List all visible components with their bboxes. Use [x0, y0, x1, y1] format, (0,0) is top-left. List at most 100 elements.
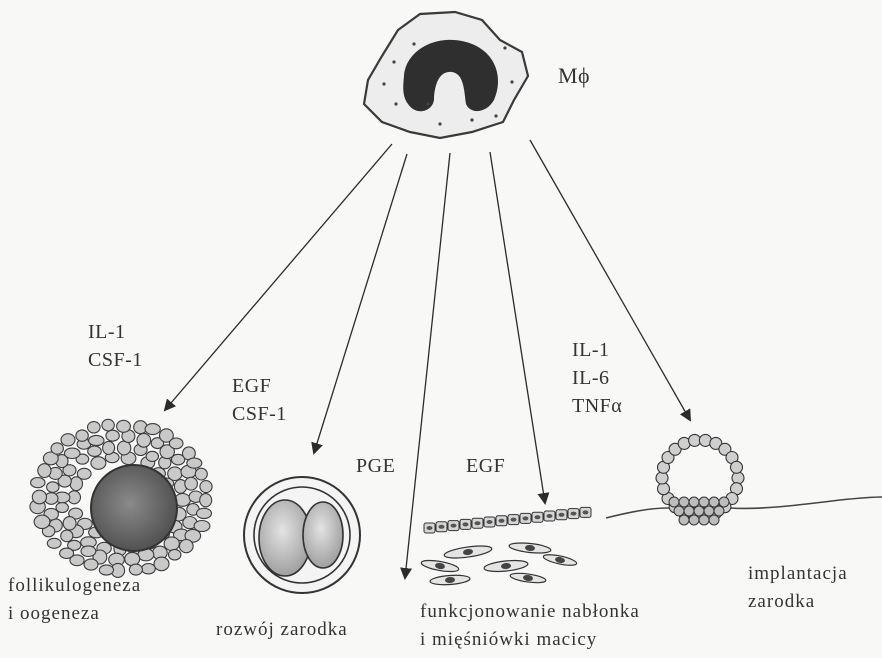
- granulosa-cell: [63, 517, 76, 530]
- granulosa-cell: [31, 478, 45, 488]
- factor-label: IL-6: [572, 364, 622, 392]
- granulosa-cell: [76, 430, 88, 441]
- granulosa-cell: [51, 443, 63, 454]
- granulosa-cell: [61, 434, 75, 446]
- inner-cell-mass-cell: [699, 497, 709, 507]
- caption-line: zarodka: [748, 588, 848, 616]
- caption-embryo: rozwój zarodka: [216, 616, 348, 644]
- factor-label: CSF-1: [88, 346, 143, 374]
- granulosa-cell: [197, 508, 212, 518]
- arrow-to-embryo: [314, 154, 407, 453]
- epithelial-nucleus: [487, 520, 493, 524]
- epithelial-nucleus: [475, 521, 481, 525]
- granulosa-cell: [47, 538, 61, 548]
- inner-cell-mass-cell: [689, 497, 699, 507]
- granulosa-cell: [61, 530, 73, 542]
- factor-pge: PGE: [356, 452, 395, 480]
- inner-cell-mass-cell: [669, 497, 679, 507]
- epithelial-nucleus: [559, 513, 565, 517]
- arrow-to-follicle: [165, 144, 392, 410]
- inner-cell-mass-cell: [709, 515, 719, 525]
- smooth-muscle-cell: [430, 574, 471, 586]
- factor-label: IL-1: [88, 318, 143, 346]
- granulosa-cell: [103, 441, 115, 454]
- macrophage-cell: [364, 12, 528, 138]
- inner-cell-mass-cell: [719, 497, 729, 507]
- inner-cell-mass-cell: [674, 506, 684, 516]
- factors-implantation: IL-1 IL-6 TNFα: [572, 336, 622, 420]
- granulosa-cell: [102, 419, 114, 431]
- smooth-muscle-cell: [510, 572, 547, 585]
- factors-embryo: EGF CSF-1: [232, 372, 287, 428]
- granulosa-cell: [81, 546, 96, 557]
- caption-implantation: implantacja zarodka: [748, 560, 848, 616]
- inner-cell-mass-cell: [679, 497, 689, 507]
- granulosa-cell: [47, 482, 59, 493]
- granulosa-cell: [180, 540, 194, 553]
- caption-line: follikulogeneza: [8, 572, 141, 600]
- granulosa-cell: [117, 441, 130, 455]
- caption-line: funkcjonowanie nabłonka: [420, 598, 640, 626]
- smooth-muscle-cell: [484, 559, 529, 574]
- granulosa-cell: [117, 420, 131, 432]
- factor-label: IL-1: [572, 336, 622, 364]
- follicle-illustration: [30, 419, 212, 577]
- granulosa-cell: [137, 433, 151, 447]
- granulosa-cell: [187, 458, 202, 468]
- inner-cell-mass-cell: [699, 515, 709, 525]
- caption-line: implantacja: [748, 560, 848, 588]
- oocyte: [91, 465, 177, 551]
- granulosa-cell: [164, 537, 179, 551]
- uterus-tissue-illustration: [421, 507, 591, 585]
- granulosa-cell: [88, 422, 101, 433]
- granulosa-cell: [106, 430, 119, 441]
- caption-line: i oogeneza: [8, 600, 141, 628]
- inner-cell-mass-cell: [694, 506, 704, 516]
- granulosa-cell: [200, 481, 212, 493]
- caption-follicle: follikulogeneza i oogeneza: [8, 572, 141, 628]
- trophoblast-cell: [731, 461, 743, 473]
- granulosa-cell: [200, 494, 212, 507]
- trophoblast-cell: [658, 483, 670, 495]
- arrow-to-uterus-egf: [490, 152, 545, 503]
- granulosa-cell: [89, 435, 104, 445]
- granulosa-cell: [145, 424, 160, 435]
- epithelial-nucleus: [583, 510, 589, 514]
- caption-line: i mięśniówki macicy: [420, 626, 640, 654]
- granulosa-cell: [169, 438, 183, 449]
- epithelial-nucleus: [451, 524, 457, 528]
- inner-cell-mass-cell: [679, 515, 689, 525]
- factor-label: CSF-1: [232, 400, 287, 428]
- granulosa-cell: [38, 464, 51, 478]
- granulosa-cell: [142, 564, 156, 574]
- endometrium-surface-line: [606, 497, 882, 518]
- caption-uterus: funkcjonowanie nabłonka i mięśniówki mac…: [420, 598, 640, 654]
- smooth-muscle-cell: [421, 558, 460, 573]
- smooth-muscle-cell: [444, 544, 493, 561]
- epithelial-nucleus: [439, 525, 445, 529]
- inner-cell-mass-cell: [714, 506, 724, 516]
- granulosa-cell: [195, 468, 207, 480]
- epithelial-nucleus: [511, 518, 517, 522]
- factor-label: TNFα: [572, 392, 622, 420]
- granulosa-cell: [91, 457, 106, 470]
- granulosa-cell: [88, 446, 102, 456]
- factor-egf: EGF: [466, 452, 505, 480]
- inner-cell-mass-cell: [689, 515, 699, 525]
- trophoblast-cell: [732, 472, 744, 484]
- smooth-muscle-cell: [509, 541, 552, 554]
- granulosa-cell: [125, 552, 140, 565]
- granulosa-cell: [154, 557, 169, 571]
- granulosa-cell: [168, 467, 182, 481]
- epithelial-nucleus: [571, 512, 577, 516]
- trophoblast-cell: [656, 472, 668, 484]
- epithelial-nucleus: [535, 515, 541, 519]
- epithelial-nucleus: [427, 526, 433, 530]
- macrophage-label: Mϕ: [558, 62, 590, 90]
- inner-cell-mass-cell: [684, 506, 694, 516]
- granulosa-cell: [32, 490, 46, 504]
- trophoblast-cell: [689, 434, 701, 446]
- factor-label: EGF: [232, 372, 287, 400]
- granulosa-cell: [60, 548, 74, 558]
